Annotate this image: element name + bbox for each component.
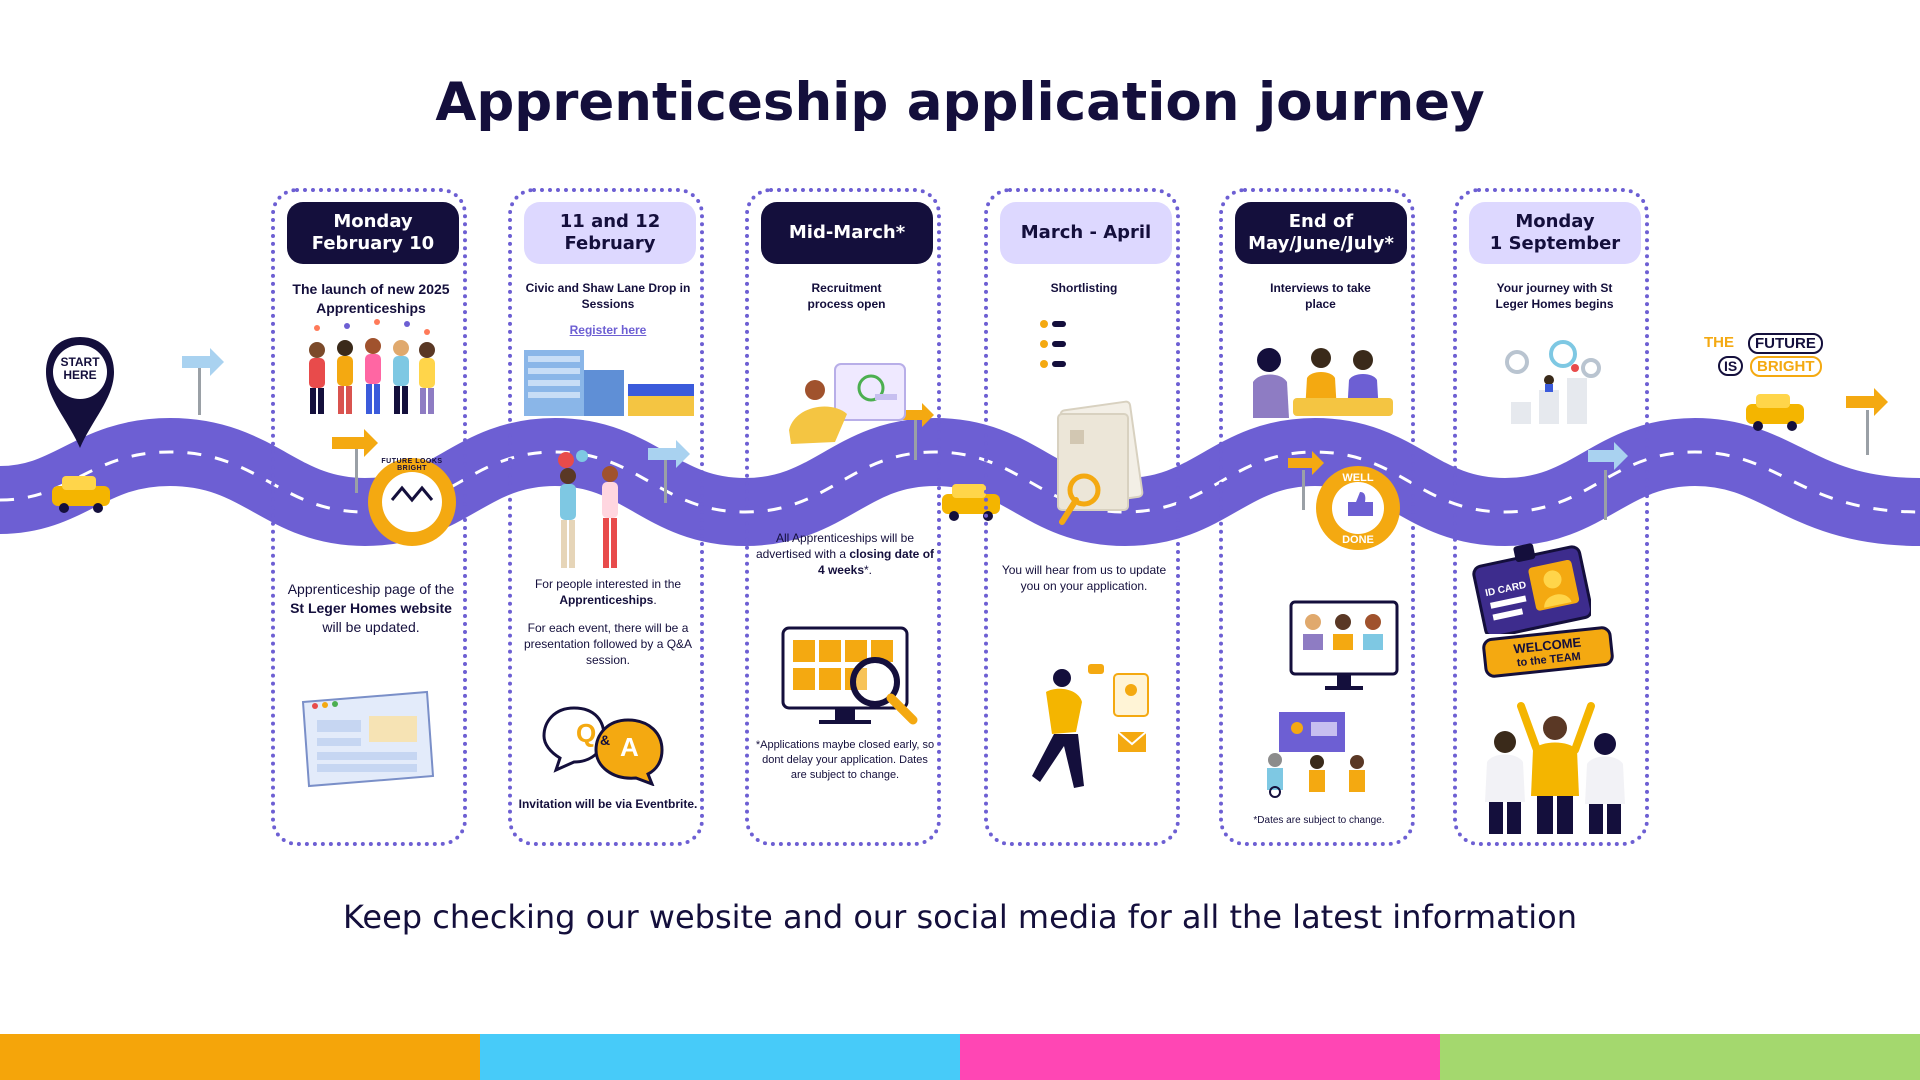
celebrating-team-illustration — [1485, 702, 1625, 834]
arrow-sign-icon — [1588, 442, 1628, 520]
step-1-bottom-text-b: St Leger Homes website — [290, 599, 452, 616]
step-1-top-text: The launch of new 2025 Apprenticeships — [292, 281, 450, 316]
video-call-illustration — [1289, 600, 1399, 690]
well-done-badge — [1316, 466, 1400, 550]
step-3-bottom-text: All Apprenticeships will be advertised w… — [755, 530, 935, 579]
start-pin-icon — [46, 337, 114, 448]
logo-bright: BRIGHT — [1750, 356, 1822, 377]
logo-the: THE — [1704, 334, 1734, 351]
step-2-bottom-text: For people interested in the Apprentices… — [518, 576, 698, 608]
step-6-card: Monday 1 September Your journey with St … — [1453, 188, 1649, 846]
qa-a-letter: A — [620, 732, 639, 762]
id-card-illustration — [1472, 543, 1591, 634]
footer-bar-orange — [0, 1034, 480, 1080]
person-with-messages-illustration — [1032, 664, 1149, 788]
step-2-footer-text: Invitation will be via Eventbrite. — [518, 797, 698, 811]
documents-magnifier-illustration — [1057, 400, 1144, 525]
step-2-bottom-text-2: For each event, there will be a presenta… — [523, 621, 693, 668]
logo-is: IS — [1718, 356, 1744, 376]
footer-bar-green — [1440, 1034, 1920, 1080]
step-1-bottom-text: Apprenticeship page of the St Leger Home… — [281, 580, 461, 637]
recruitment-person-illustration — [789, 363, 906, 444]
well-done-top: WELL — [1342, 472, 1374, 484]
start-here-label: START HERE — [60, 355, 100, 383]
step-1-date: Monday February 10 — [287, 202, 459, 264]
car-icon — [1746, 394, 1804, 431]
step-3-bottom-text-b: closing date of 4 weeks — [817, 547, 935, 578]
future-is-bright-logo: THE FUTURE IS BRIGHT — [1704, 333, 1834, 378]
job-board-magnifier-illustration — [781, 626, 918, 725]
step-2-bottom-text-a: For people interested in the — [534, 577, 682, 591]
step-3-bottom-text-c: *. — [864, 563, 873, 578]
qa-q-letter: Q — [576, 718, 597, 748]
step-3-date: Mid-March* — [761, 202, 933, 264]
arrow-sign-icon — [898, 403, 934, 460]
step-4-date: March - April — [1000, 202, 1172, 264]
step-2-top-text: Civic and Shaw Lane Drop in Sessions — [525, 281, 691, 312]
step-5-top-text: Interviews to take place — [1270, 281, 1371, 312]
civic-building-illustration — [524, 350, 694, 416]
footer-message: Keep checking our website and our social… — [343, 898, 1577, 936]
step-5-card: End of May/June/July* Interviews to take… — [1219, 188, 1415, 846]
shortlist-icon — [1040, 320, 1066, 368]
step-4-top-text: Shortlisting — [1050, 281, 1118, 295]
arrow-sign-icon — [332, 429, 378, 493]
arrow-sign-icon — [648, 440, 690, 503]
webpage-illustration — [301, 690, 435, 788]
step-1-bottom-text-c: will be updated. — [322, 618, 420, 635]
step-4-card: March - April Shortlisting You will hear… — [984, 188, 1180, 846]
celebrating-people-illustration — [309, 319, 435, 414]
step-2-link-wrap: Register here — [518, 322, 698, 338]
step-1-bottom-text-a: Apprenticeship page of the — [287, 581, 455, 597]
register-here-link[interactable]: Register here — [569, 323, 647, 337]
step-4-bottom-text: You will hear from us to update you on y… — [1001, 563, 1167, 594]
arrow-sign-icon — [182, 348, 224, 415]
step-3-card: Mid-March* Recruitment process open All … — [745, 188, 941, 846]
arrow-sign-icon — [1288, 451, 1324, 510]
arrow-sign-icon — [1846, 388, 1888, 455]
well-done-bottom: DONE — [1342, 534, 1374, 546]
step-2-bottom-text-b: Apprenticeships — [559, 593, 654, 608]
page-title: Apprenticeship application journey — [435, 72, 1485, 133]
step-5-date: End of May/June/July* — [1235, 202, 1407, 264]
road-center-line — [0, 450, 1920, 514]
step-2-card: 11 and 12 February Civic and Shaw Lane D… — [508, 188, 704, 846]
future-looks-bright-badge — [368, 458, 456, 546]
future-looks-bright-text: FUTURE LOOKS BRIGHT — [381, 458, 443, 472]
step-6-date: Monday 1 September — [1469, 202, 1641, 264]
step-3-top-text: Recruitment process open — [807, 281, 886, 312]
car-icon — [52, 476, 110, 513]
footer-bar-blue — [480, 1034, 960, 1080]
career-steps-illustration — [1505, 340, 1601, 424]
step-3-note: *Applications maybe closed early, so don… — [755, 739, 935, 781]
step-3-bottom-text-a: All Apprenticeships will be advertised w… — [755, 531, 915, 562]
qa-amp: & — [600, 732, 611, 748]
step-5-note: *Dates are subject to change. — [1253, 815, 1385, 826]
qa-speech-bubbles-illustration — [542, 706, 664, 786]
logo-future: FUTURE — [1748, 333, 1823, 354]
step-2-bottom-text-c: . — [653, 593, 657, 608]
footer-bar-pink — [960, 1034, 1440, 1080]
step-1-card: Monday February 10 The launch of new 202… — [271, 188, 467, 846]
people-talking-illustration — [558, 450, 618, 568]
step-2-date: 11 and 12 February — [524, 202, 696, 264]
team-meeting-illustration — [1267, 712, 1365, 798]
interview-panel-illustration — [1253, 348, 1393, 418]
step-6-top-text: Your journey with St Leger Homes begins — [1495, 281, 1614, 312]
